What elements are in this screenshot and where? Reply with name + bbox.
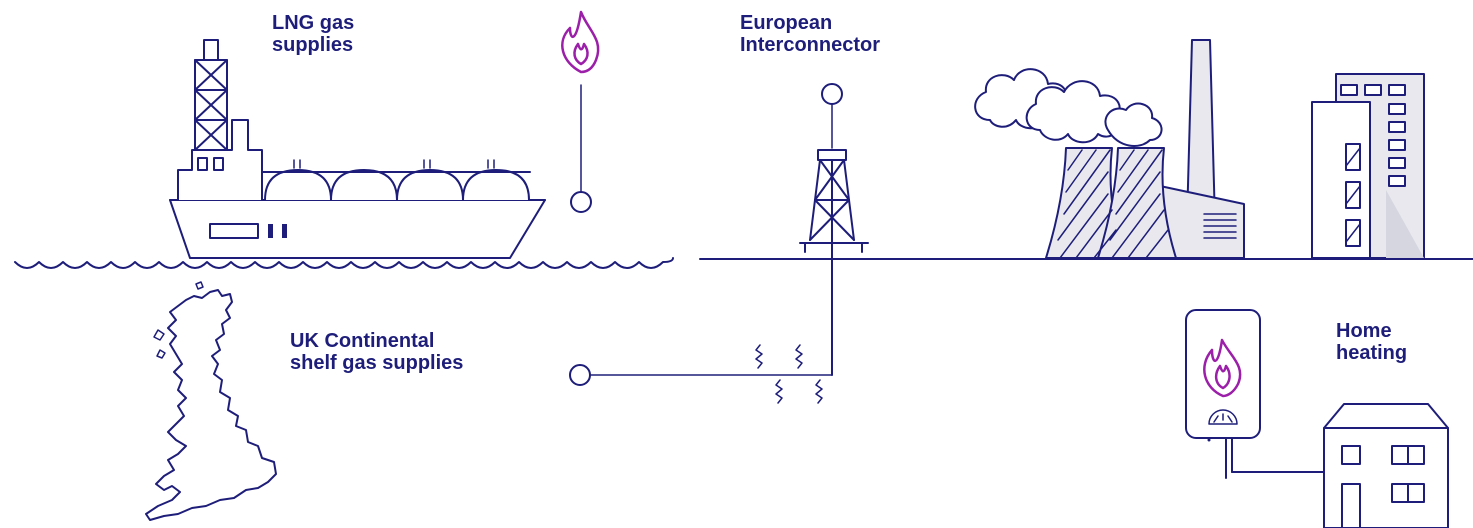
gas-flame-icon (561, 10, 600, 74)
ukcs-label: UK Continental shelf gas supplies (290, 330, 464, 374)
uk-map-icon (145, 289, 277, 521)
sea-waves (14, 257, 674, 269)
lng-connector-node (570, 191, 592, 213)
power-station-icon (974, 39, 1245, 259)
gas-rig-icon (799, 83, 869, 376)
ukcs-pipeline (569, 344, 833, 404)
home-heating-label: Home heating (1336, 320, 1408, 364)
uk-map-islands (153, 281, 204, 359)
house-icon (1323, 403, 1449, 528)
office-building-icon (1311, 73, 1425, 259)
lng-label: LNG gas supplies (272, 12, 355, 56)
lng-tanker-icon (169, 39, 546, 259)
boiler-icon (1185, 309, 1325, 479)
interconnector-label: European Interconnector (740, 12, 881, 56)
